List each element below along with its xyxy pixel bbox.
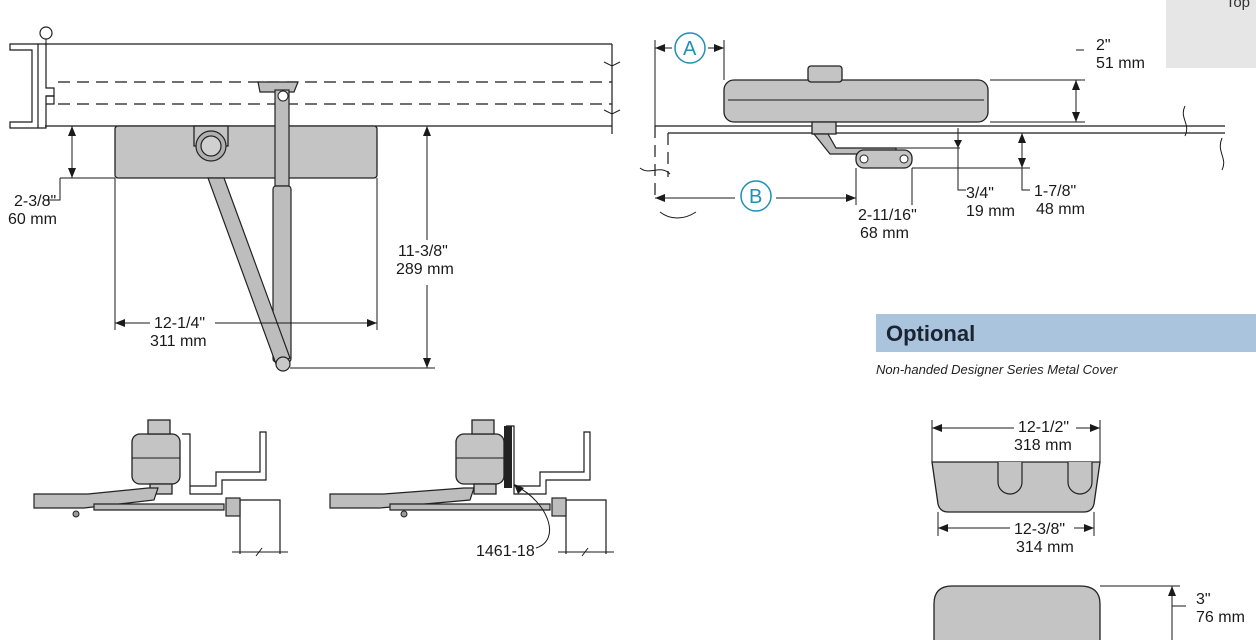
circle-b-label: B	[749, 186, 762, 208]
dim-side-height-in: 2"	[1096, 37, 1111, 54]
optional-cover: 12-1/2" 318 mm 12-3/8" 314 mm 3" 76 mm	[931, 419, 1245, 640]
dim-side-offset-in: 3/4"	[966, 185, 994, 202]
dim-top-length-mm: 289 mm	[396, 261, 454, 278]
dim-cover-top-mm: 318 mm	[1014, 437, 1072, 454]
detail-two: 1461-18	[329, 419, 614, 560]
dim-side-drop-in: 1-7/8"	[1034, 183, 1076, 200]
dim-side-bracket-in: 2-11/16"	[858, 207, 917, 224]
dim-cover-height-in: 3"	[1196, 591, 1211, 608]
dim-cover-bottom-mm: 314 mm	[1016, 539, 1074, 556]
optional-header: Optional	[876, 314, 1256, 352]
dim-side-offset-mm: 19 mm	[966, 203, 1015, 220]
detail-one	[33, 419, 288, 557]
dim-top-width-mm: 311 mm	[150, 333, 207, 350]
circle-a-label: A	[683, 38, 697, 60]
top-view: 2-3/8" 60 mm 12-1/4" 311 mm 11-3/8" 289 …	[8, 26, 621, 372]
dim-top-length-in: 11-3/8"	[398, 243, 448, 260]
side-view: A B 2" 51 mm 2-11/16" 68 mm 3/4" 19 mm 1…	[639, 32, 1225, 242]
top-tab-label: Top	[1225, 0, 1250, 11]
dim-side-bracket-mm: 68 mm	[860, 225, 909, 242]
dim-top-height-mm: 60 mm	[8, 211, 57, 228]
dim-top-width-in: 12-1/4"	[154, 315, 205, 332]
optional-title: Optional	[886, 321, 976, 346]
part-number-label: 1461-18	[476, 543, 535, 560]
dim-cover-height-mm: 76 mm	[1196, 609, 1245, 626]
dim-top-height-in: 2-3/8"	[14, 193, 56, 210]
dim-side-drop-mm: 48 mm	[1036, 201, 1085, 218]
top-tab: Top	[1166, 0, 1256, 68]
dim-side-height-mm: 51 mm	[1096, 55, 1145, 72]
dim-cover-bottom-in: 12-3/8"	[1014, 521, 1065, 538]
dim-cover-top-in: 12-1/2"	[1018, 419, 1069, 436]
optional-subtitle: Non-handed Designer Series Metal Cover	[876, 362, 1118, 377]
